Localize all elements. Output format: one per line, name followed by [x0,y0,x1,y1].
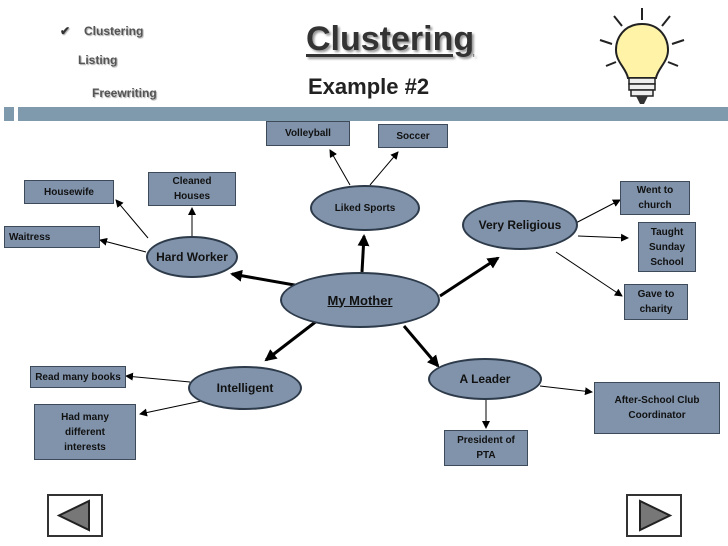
node-hard-worker: Hard Worker [146,236,238,278]
leaf-label: Went to church [636,185,674,211]
leaf-after-school-club: After-School Club Coordinator [594,382,720,434]
page-subtitle: Example #2 [308,74,430,99]
leaf-label: Taught Sunday School [648,226,686,268]
leaf-went-to-church: Went to church [620,181,690,215]
header-bar-left [4,107,14,121]
leaf-taught-sunday-school: Taught Sunday School [638,222,696,272]
nav-item-listing[interactable]: Listing [78,53,118,67]
leaf-gave-to-charity: Gave to charity [624,284,688,320]
leaf-soccer: Soccer [378,124,448,148]
leaf-president-of-pta: President of PTA [444,430,528,466]
leaf-label: President of PTA [457,435,515,461]
page-title: Clustering [306,20,475,58]
nav-item-freewriting[interactable]: Freewriting [92,86,157,100]
leaf-label: Volleyball [285,128,331,139]
next-slide-button[interactable] [626,494,682,537]
leaf-label: Cleaned Houses [172,176,212,202]
node-very-religious: Very Religious [462,200,578,250]
node-liked-sports: Liked Sports [310,185,420,231]
check-icon: ✔ [60,24,71,38]
triangle-left-icon [56,499,90,532]
node-intelligent: Intelligent [188,366,302,410]
node-label: Hard Worker [156,250,228,264]
leaf-label: Waitress [9,231,51,243]
leaf-waitress: Waitress [4,226,100,248]
leaf-volleyball: Volleyball [266,121,350,146]
triangle-right-icon [639,499,673,532]
leaf-read-many-books: Read many books [30,366,126,388]
leaf-label: Had many different interests [61,411,109,453]
center-node-label: My Mother [327,292,393,308]
leaf-housewife: Housewife [24,180,114,204]
node-label: Liked Sports [334,202,396,214]
leaf-label: After-School Club Coordinator [614,395,700,421]
header-bar [18,107,728,121]
leaf-had-many-interests: Had many different interests [34,404,136,460]
lightbulb-icon [599,8,685,104]
leaf-label: Soccer [396,130,430,142]
node-label: Intelligent [216,381,274,395]
node-a-leader: A Leader [428,358,542,400]
node-label: Very Religious [478,218,562,232]
node-label: A Leader [459,372,511,386]
leaf-label: Housewife [43,186,94,198]
leaf-label: Gave to charity [637,289,675,315]
leaf-cleaned-houses: Cleaned Houses [148,172,236,206]
nav-item-clustering[interactable]: Clustering [84,24,144,38]
prev-slide-button[interactable] [47,494,103,537]
center-node: My Mother [280,272,440,328]
leaf-label: Read many books [35,371,121,383]
